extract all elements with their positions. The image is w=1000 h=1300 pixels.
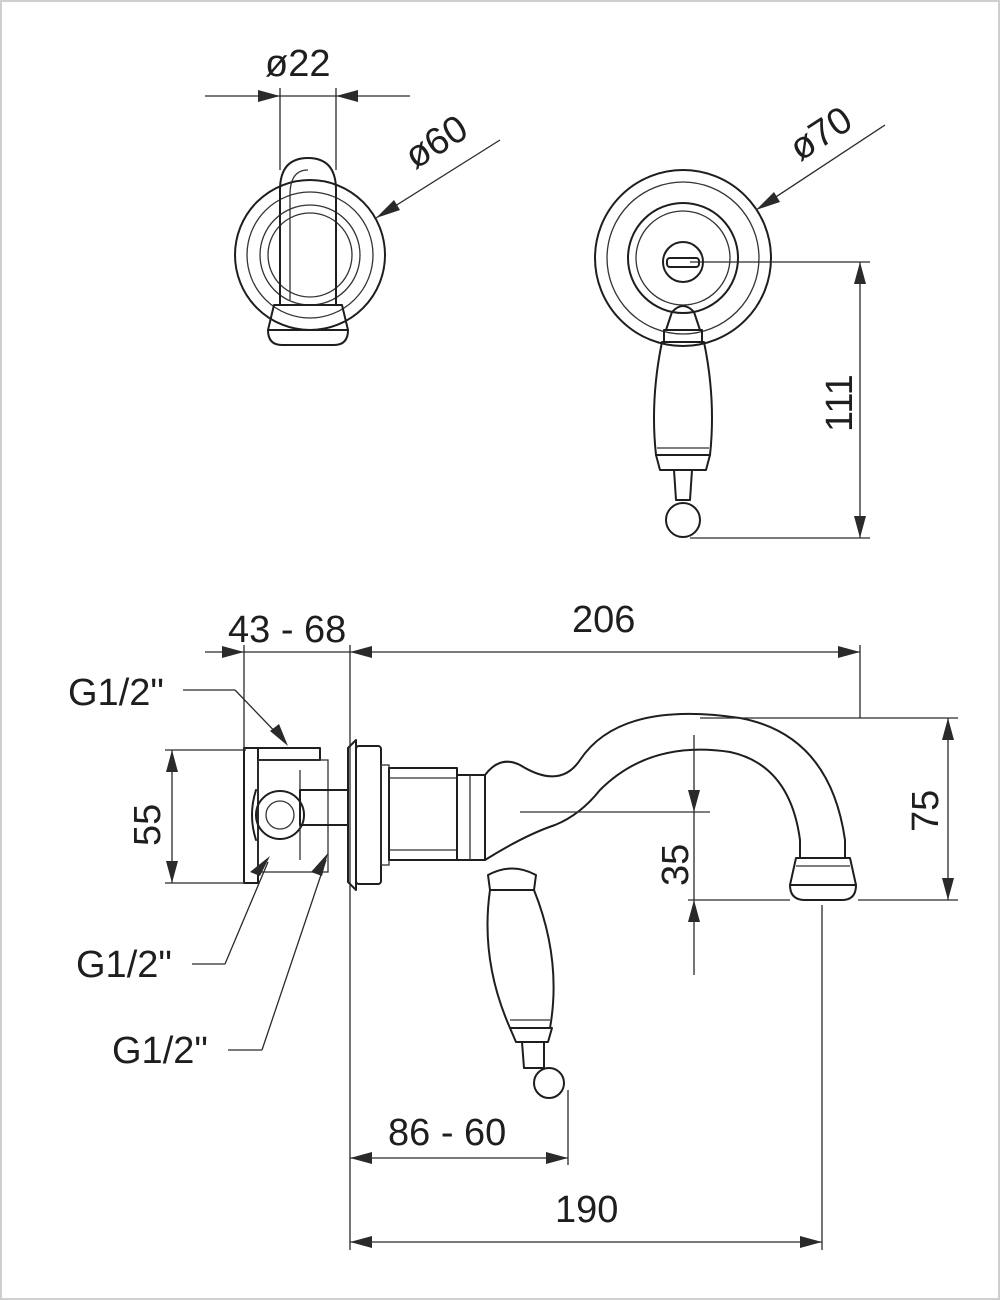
label-spout-diameter: ø22 (265, 43, 330, 85)
label-spout-height: 75 (905, 790, 947, 832)
label-wall-depth: 43 - 68 (228, 609, 346, 651)
label-spout-outlet-height: 35 (655, 844, 697, 886)
dimension-lever-projection: 86 - 60 (350, 1090, 569, 1165)
dimension-spout-projection-top: 206 (572, 599, 861, 718)
dimension-spout-outlet-height: 35 (655, 735, 790, 975)
dimension-wall-depth: 43 - 68 (205, 609, 860, 1250)
label-lever-projection: 86 - 60 (388, 1112, 506, 1154)
dimension-spout-diameter: ø22 (205, 43, 410, 170)
annotation-inlet-right-lower: G1/2" (112, 853, 328, 1072)
dimension-spout-height: 75 (700, 717, 958, 901)
dimension-spout-projection-bottom: 190 (350, 905, 823, 1250)
label-spout-rosette-diameter: ø60 (398, 107, 476, 177)
dimension-spout-rosette-diameter: ø60 (375, 107, 501, 219)
dimension-lever-height: 111 (690, 261, 870, 539)
dimension-lever-rosette-diameter: ø70 (755, 99, 886, 211)
dimension-body-height: 55 (127, 749, 246, 884)
label-inlet-right-lower: G1/2" (112, 1030, 208, 1072)
label-spout-projection-bottom: 190 (555, 1189, 618, 1231)
lever-front-view (594, 169, 772, 538)
label-body-height: 55 (127, 804, 169, 846)
label-spout-projection-top: 206 (572, 599, 635, 641)
label-lever-rosette-diameter: ø70 (782, 99, 860, 170)
label-lever-height: 111 (819, 374, 861, 432)
annotation-inlet-top: G1/2" (68, 672, 288, 746)
side-view (243, 712, 857, 1099)
label-inlet-top: G1/2" (68, 672, 164, 714)
annotation-inlet-left-lower: G1/2" (76, 856, 270, 986)
label-inlet-left-lower: G1/2" (76, 944, 172, 986)
spout-front-view (234, 157, 386, 346)
